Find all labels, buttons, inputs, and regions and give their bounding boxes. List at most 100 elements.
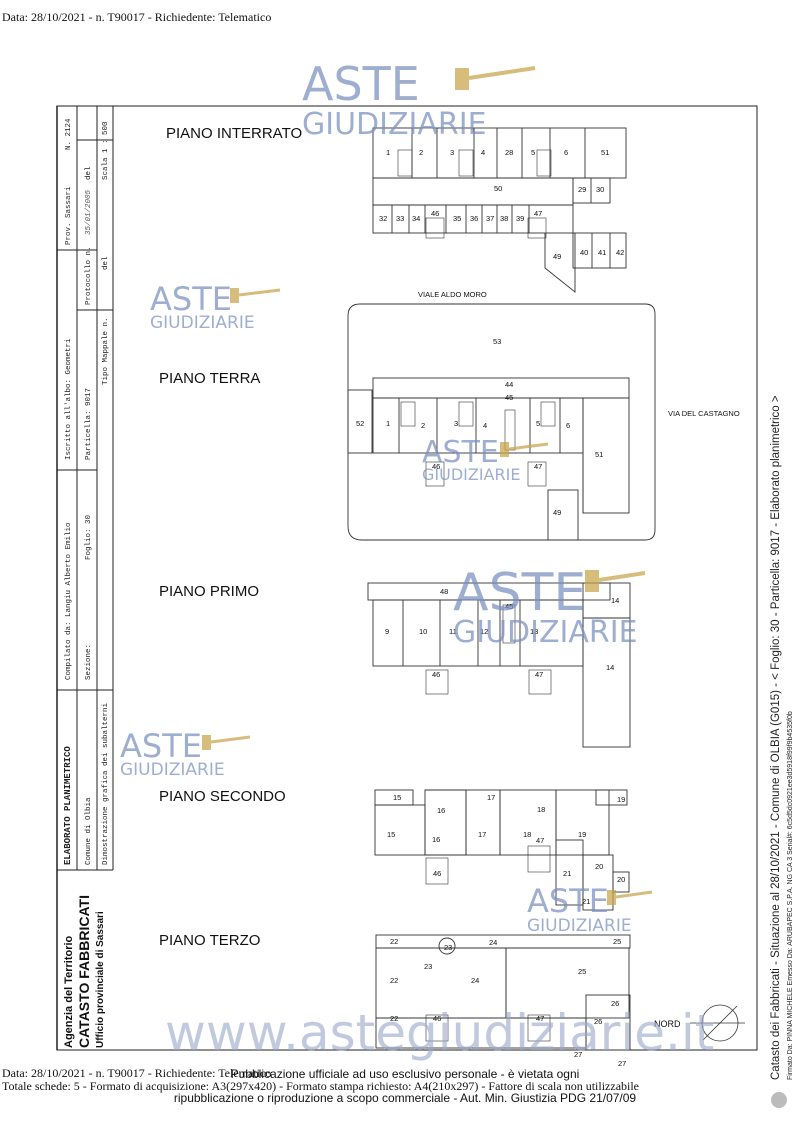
province: Prov. Sassari — [65, 186, 73, 245]
svg-text:GIUDIZIARIE: GIUDIZIARIE — [453, 615, 638, 650]
svg-text:ASTE: ASTE — [422, 435, 499, 470]
unit-label: 20 — [617, 875, 625, 884]
unit-label: 44 — [505, 380, 513, 389]
protocollo-del: del — [85, 166, 93, 180]
publication-notice-line2: ripubblicazione o riproduzione a scopo c… — [173, 1091, 637, 1105]
unit-label: 47 — [536, 1014, 544, 1023]
unit-label: 14 — [611, 596, 619, 605]
publication-notice-line1: Pubblicazione ufficiale ad uso esclusivo… — [230, 1067, 580, 1081]
watermark-logo: ASTE GIUDIZIARIE — [120, 727, 251, 780]
foglio: Foglio: 30 — [85, 514, 93, 560]
unit-label: 48 — [440, 587, 448, 596]
sheet-frame — [56, 105, 758, 1051]
unit-label: 36 — [470, 214, 478, 223]
unit-label: 16 — [432, 835, 440, 844]
unit-label: 51 — [601, 148, 609, 157]
unit-label: 41 — [598, 248, 606, 257]
unit-label: 25 — [613, 937, 621, 946]
unit-label: 27 — [618, 1059, 626, 1068]
unit-label: 4 — [483, 421, 487, 430]
unit-label: 23 — [424, 962, 432, 971]
svg-text:ASTE: ASTE — [302, 57, 420, 111]
unit-label: 21 — [582, 897, 590, 906]
unit-label: 25 — [578, 967, 586, 976]
catasto-fabbricati: CATASTO FABBRICATI — [76, 895, 92, 1048]
unit-label: 51 — [595, 450, 603, 459]
unit-label: 32 — [379, 214, 387, 223]
catasto-situation: Catasto dei Fabbricati - Situazione al 2… — [770, 395, 782, 1080]
protocollo-value: 35/01/2005 — [85, 189, 93, 235]
unit-label: 5 — [536, 419, 540, 428]
unit-label: 3 — [454, 419, 458, 428]
unit-label: 22 — [390, 976, 398, 985]
svg-text:ASTE: ASTE — [527, 882, 609, 920]
unit-label: 45 — [505, 602, 513, 611]
agency-block: Agenzia del Territorio CATASTO FABBRICAT… — [63, 895, 106, 1048]
unit-label: 26 — [594, 1017, 602, 1026]
unit-label: 47 — [534, 462, 542, 471]
watermark-logo: ASTE GIUDIZIARIE — [453, 563, 646, 650]
agency-name: Agenzia del Territorio — [63, 935, 75, 1048]
unit-label: 23 — [444, 943, 452, 952]
unit-label: 19 — [578, 830, 586, 839]
unit-label: 21 — [563, 869, 571, 878]
registered: Iscritto all'albo: Geometri — [65, 338, 73, 460]
unit-label: 11 — [449, 627, 457, 636]
unit-label: 19 — [617, 795, 625, 804]
unit-label: 4 — [481, 148, 485, 157]
unit-label: 28 — [505, 148, 513, 157]
unit-label: 45 — [505, 393, 513, 402]
unit-label: 5 — [531, 148, 535, 157]
unit-label: 38 — [500, 214, 508, 223]
unit-label: 46 — [433, 869, 441, 878]
unit-label: 6 — [566, 421, 570, 430]
unit-label: 16 — [437, 806, 445, 815]
scan-mark — [771, 1092, 787, 1108]
plan-secondo — [374, 789, 630, 911]
unit-label: 15 — [393, 793, 401, 802]
unit-label: 14 — [606, 663, 614, 672]
unit-label: 46 — [432, 670, 440, 679]
unit-label: 24 — [471, 976, 479, 985]
unit-label: 10 — [419, 627, 427, 636]
tipo-mappale-del: del — [102, 256, 110, 270]
unit-label: 6 — [564, 148, 568, 157]
street-castagno: VIA DEL CASTAGNO — [668, 409, 740, 418]
unit-label: 22 — [390, 937, 398, 946]
tipo-mappale: Tipo Mappale n. — [102, 317, 110, 385]
floor-title-terzo: PIANO TERZO — [159, 932, 260, 949]
watermark: ASTE GIUDIZIARIE ASTE GIUDIZIARIE ASTE G… — [120, 57, 714, 1062]
footer-line-format: Totale schede: 5 - Formato di acquisizio… — [2, 1079, 640, 1093]
unit-label: 29 — [578, 185, 586, 194]
unit-label: 17 — [478, 830, 486, 839]
particella: Particella: 9017 — [85, 388, 93, 460]
unit-label: 33 — [396, 214, 404, 223]
dimostrazione: Dimostrazione grafica dei subalterni — [102, 702, 110, 865]
unit-label: 18 — [523, 830, 531, 839]
svg-text:ASTE: ASTE — [150, 280, 232, 318]
unit-label: 46 — [433, 1014, 441, 1023]
svg-text:GIUDIZIARIE: GIUDIZIARIE — [302, 107, 487, 142]
svg-text:ASTE: ASTE — [120, 727, 202, 765]
unit-label: 46 — [431, 209, 439, 218]
compiled-by: Compilato da: Langiu Alberto Emilio — [65, 522, 73, 680]
unit-label: 27 — [574, 1050, 582, 1059]
footer-line-date: Data: 28/10/2021 - n. T90017 - Richieden… — [2, 1066, 272, 1080]
plan-interrato — [372, 127, 627, 293]
unit-label: 47 — [536, 836, 544, 845]
unit-label: 12 — [480, 627, 488, 636]
watermark-logo: ASTE GIUDIZIARIE — [422, 435, 549, 484]
unit-label: 42 — [616, 248, 624, 257]
unit-label: 47 — [534, 209, 542, 218]
header-line: Data: 28/10/2021 - n. T90017 - Richieden… — [2, 10, 272, 24]
unit-label: 9 — [385, 627, 389, 636]
unit-label: 1 — [386, 419, 390, 428]
unit-label: 47 — [535, 670, 543, 679]
unit-label: 22 — [390, 1014, 398, 1023]
digital-signature: Firmato Da: PINNA MICHELE Emesso Da: ARU… — [787, 711, 794, 1080]
floor-title-terra: PIANO TERRA — [159, 370, 260, 387]
